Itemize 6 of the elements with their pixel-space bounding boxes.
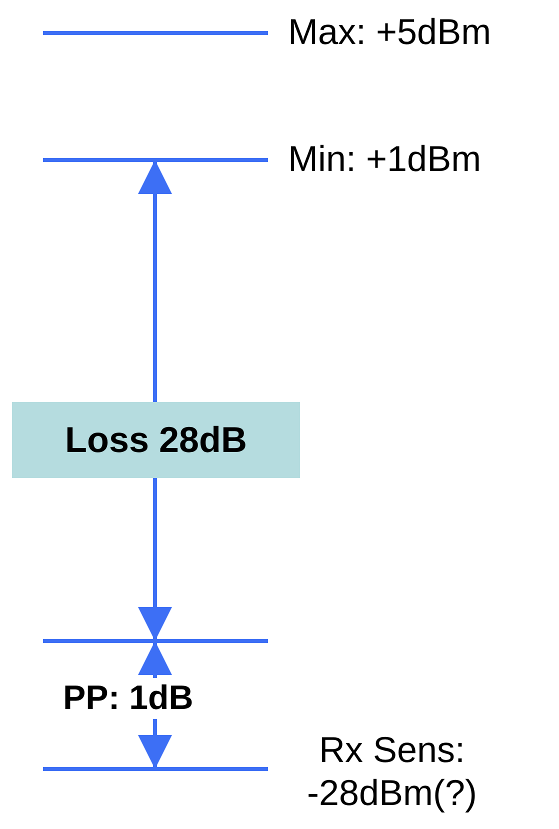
margin-label: PP: 1dB: [63, 678, 194, 719]
level-label: Min: +1dBm: [288, 137, 482, 180]
level-label: Rx Sens: -28dBm(?): [306, 728, 478, 814]
level-label: Max: +5dBm: [288, 10, 492, 54]
loss-label: Loss 28dB: [64, 419, 248, 461]
label-box: [12, 402, 300, 478]
